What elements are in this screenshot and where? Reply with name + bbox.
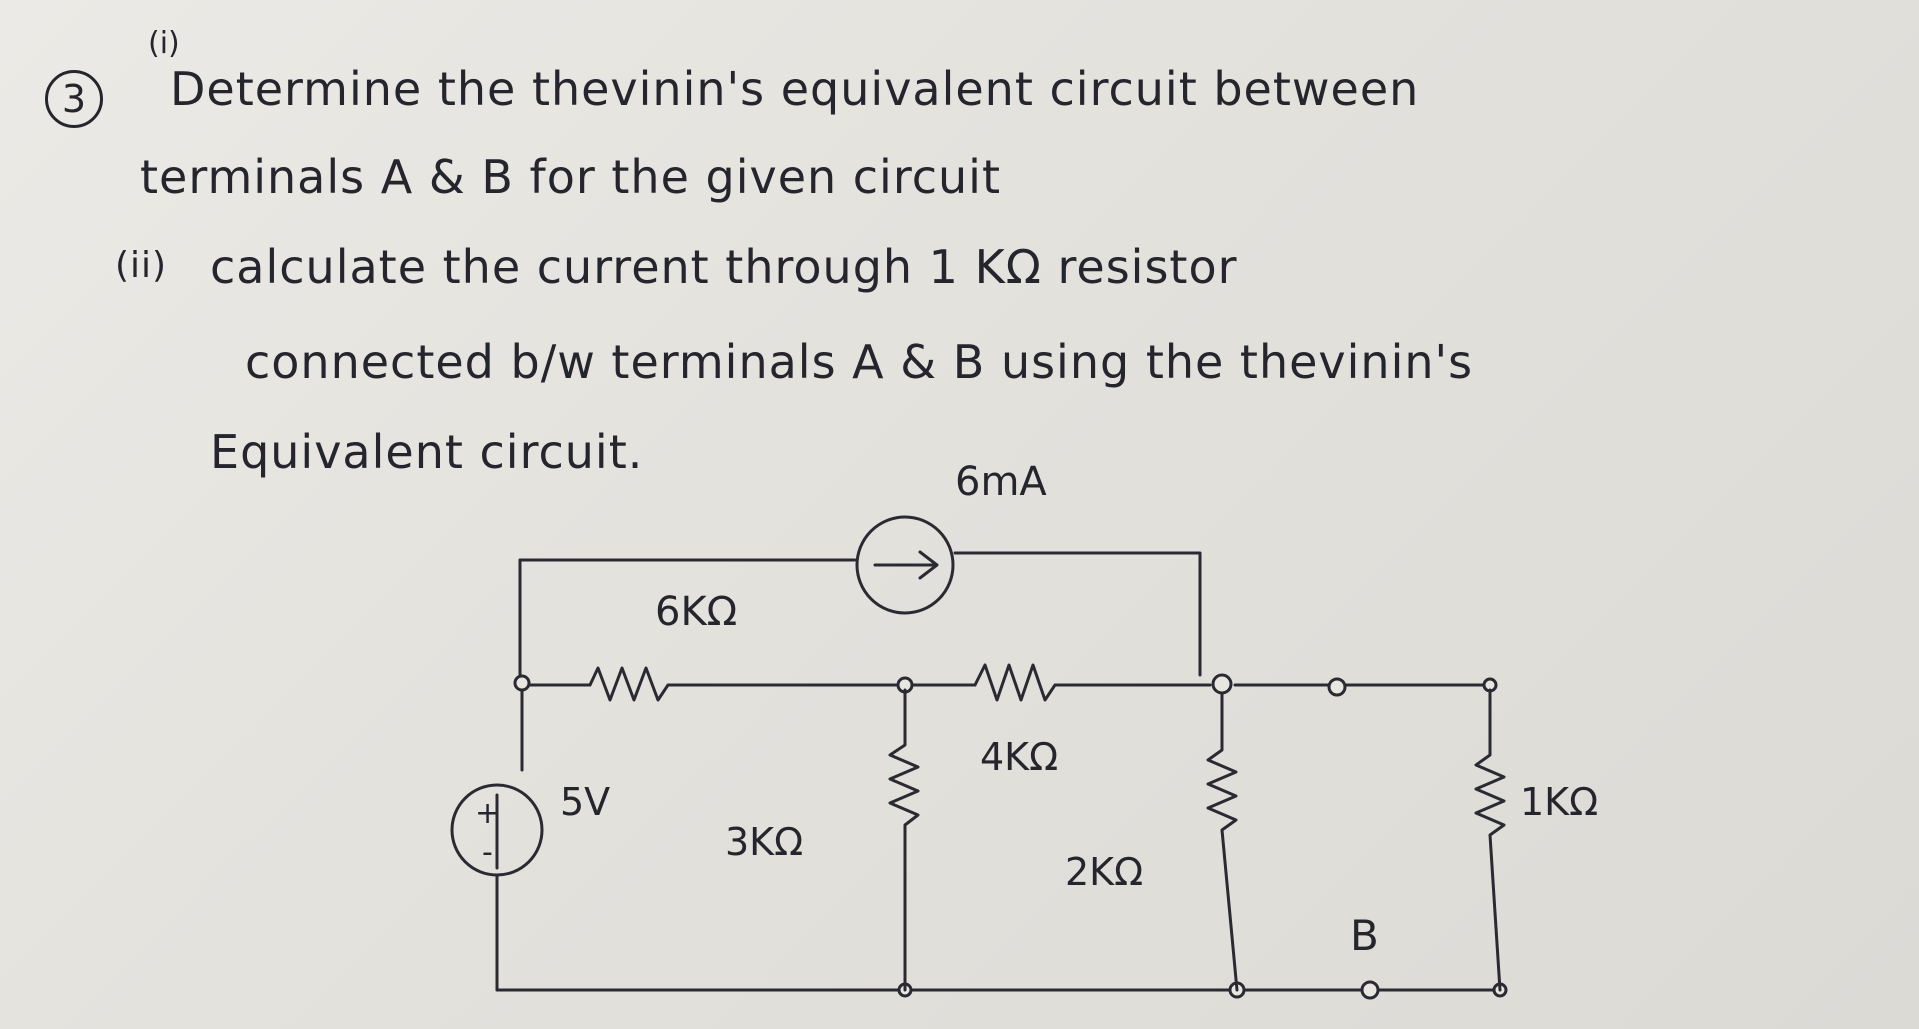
question-line-2: terminals A & B for the given circuit (140, 150, 1002, 204)
current-source (855, 515, 955, 615)
resistor-2k-zigzag (1206, 691, 1239, 992)
label-6ma: 6mA (955, 459, 1047, 505)
voltage-minus-sign: - (482, 835, 493, 870)
question-number: 3 (45, 70, 103, 128)
resistor-4k-zigzag (973, 663, 1212, 702)
part-i-marker: (i) (148, 26, 180, 61)
label-2k: 2KΩ (1065, 850, 1143, 894)
label-terminal-b: B (1350, 911, 1379, 960)
node-left (513, 674, 531, 692)
voltage-plus-sign: + (475, 796, 500, 831)
terminal-a (1327, 677, 1347, 697)
question-line-5: Equivalent circuit. (210, 425, 644, 479)
terminal-b (1360, 980, 1380, 1000)
label-5v: 5V (560, 780, 610, 824)
top-wire-right (953, 551, 1202, 677)
question-line-3: calculate the current through 1 KΩ resis… (210, 240, 1238, 294)
node-right (1211, 673, 1233, 695)
label-6k: 6KΩ (655, 589, 737, 635)
resistor-1k-zigzag (1474, 688, 1506, 992)
question-number-text: 3 (61, 77, 87, 121)
resistor-3k-zigzag (888, 688, 920, 992)
label-4k: 4KΩ (980, 735, 1058, 779)
resistor-6k-zigzag (588, 666, 902, 702)
part-ii-marker: (ii) (115, 245, 168, 286)
label-1k: 1KΩ (1520, 780, 1598, 824)
question-line-4: connected b/w terminals A & B using the … (245, 335, 1474, 389)
question-line-1: Determine the thevinin's equivalent circ… (170, 62, 1420, 116)
label-3k: 3KΩ (725, 820, 803, 864)
